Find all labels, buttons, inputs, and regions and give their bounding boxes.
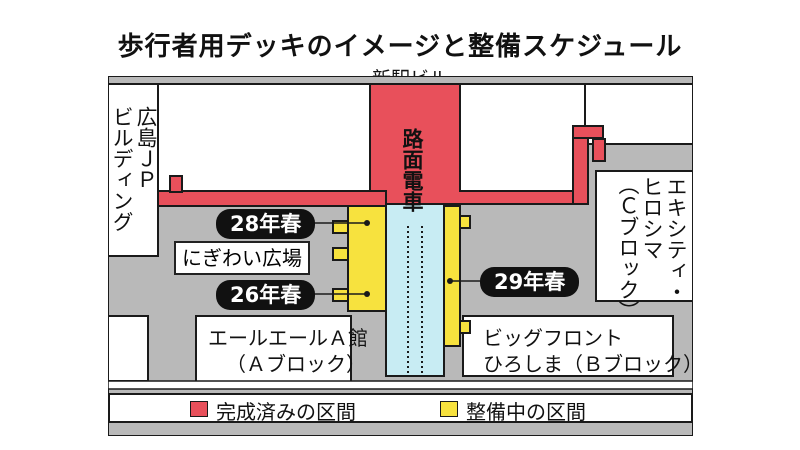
bigfront-block-label: ひろしま（Ｂブロック） [483,352,703,376]
deck-progress-east [443,205,461,347]
deck-progress-east-branch2 [459,320,471,334]
building-ekicity [595,170,693,302]
ekicity-label: エキシティ・ [664,176,688,302]
page-title: 歩行者用デッキのイメージと整備スケジュール [117,32,683,62]
legend-in-progress-label: 整備中の区間 [466,400,586,424]
legend-completed-label: 完成済みの区間 [216,400,356,424]
schedule-badge-29: 29年春 [480,267,580,297]
legend-swatch-in-progress [440,401,458,417]
schedule-badge-26: 26年春 [216,280,316,310]
hiroshima-jp-label: 広島ＪＰ [134,106,158,190]
deck-completed-east-branch [572,125,604,139]
deck-progress-east-branch1 [459,215,471,229]
building-hiroshima-jp [108,83,159,257]
deck-progress-west-branch2 [332,247,349,261]
building-bigfront [462,315,674,377]
building-station-west [157,83,371,197]
schedule-badge-28: 28年春 [216,209,316,239]
building-sw [108,315,149,382]
deck-completed-west [157,190,387,207]
hiroshima-jp-label-2: ビルディング [110,106,134,232]
legend-swatch-completed [190,401,208,417]
ale-block-label: （Ａブロック） [226,352,366,376]
deck-completed-west-stair [169,175,183,193]
ale-label: エールエールＡ館 [208,326,368,350]
deck-progress-west-branch1 [332,220,349,234]
deck-completed-east-stair [592,138,606,162]
bigfront-label: ビッグフロント [483,326,623,350]
plaza-label: にぎわい広場 [174,241,310,275]
tram-label: 路面電車 [400,128,424,212]
map: 広島ＪＰ ビルディング 路面電車 エキシティ・ ヒロシマ （Ｃブロック） にぎわ… [108,76,703,436]
legend: 完成済みの区間 整備中の区間 [108,393,693,424]
deck-progress-west-branch3 [332,288,349,302]
ekicity-label-2: ヒロシマ [640,176,664,260]
ekicity-label-3: （Ｃブロック） [616,174,640,321]
building-station-east [459,83,586,197]
sidewalk-strip [108,380,693,390]
